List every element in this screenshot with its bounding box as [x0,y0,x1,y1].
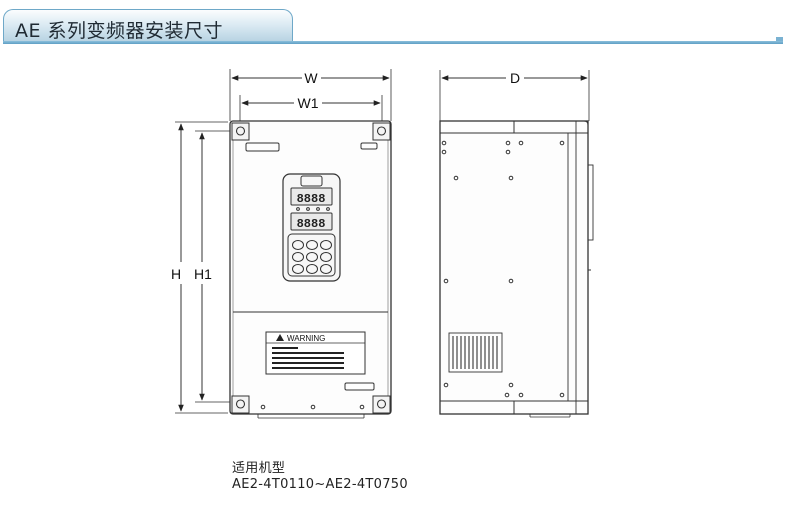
warning-label-text: WARNING [287,334,325,343]
inner-width-label: W1 [298,95,319,111]
applicable-models-heading: 适用机型 [232,461,286,476]
applicable-models-range: AE2-4T0110~AE2-4T0750 [232,477,408,492]
display-upper-digits: 8888 [297,192,326,206]
height-label: H [171,266,181,282]
side-housing [439,120,589,415]
side-view [439,70,594,418]
width-label: W [304,70,318,86]
title-underline [3,41,783,44]
display-lower-digits: 8888 [297,217,326,231]
inner-height-label: H1 [194,266,212,282]
vent-grille [448,332,503,373]
title-underline-end [776,37,783,41]
page-title: AE 系列变频器安装尺寸 [15,20,224,42]
depth-label: D [510,70,520,86]
front-view [175,69,392,419]
section-title-tab: AE 系列变频器安装尺寸 [3,9,293,42]
